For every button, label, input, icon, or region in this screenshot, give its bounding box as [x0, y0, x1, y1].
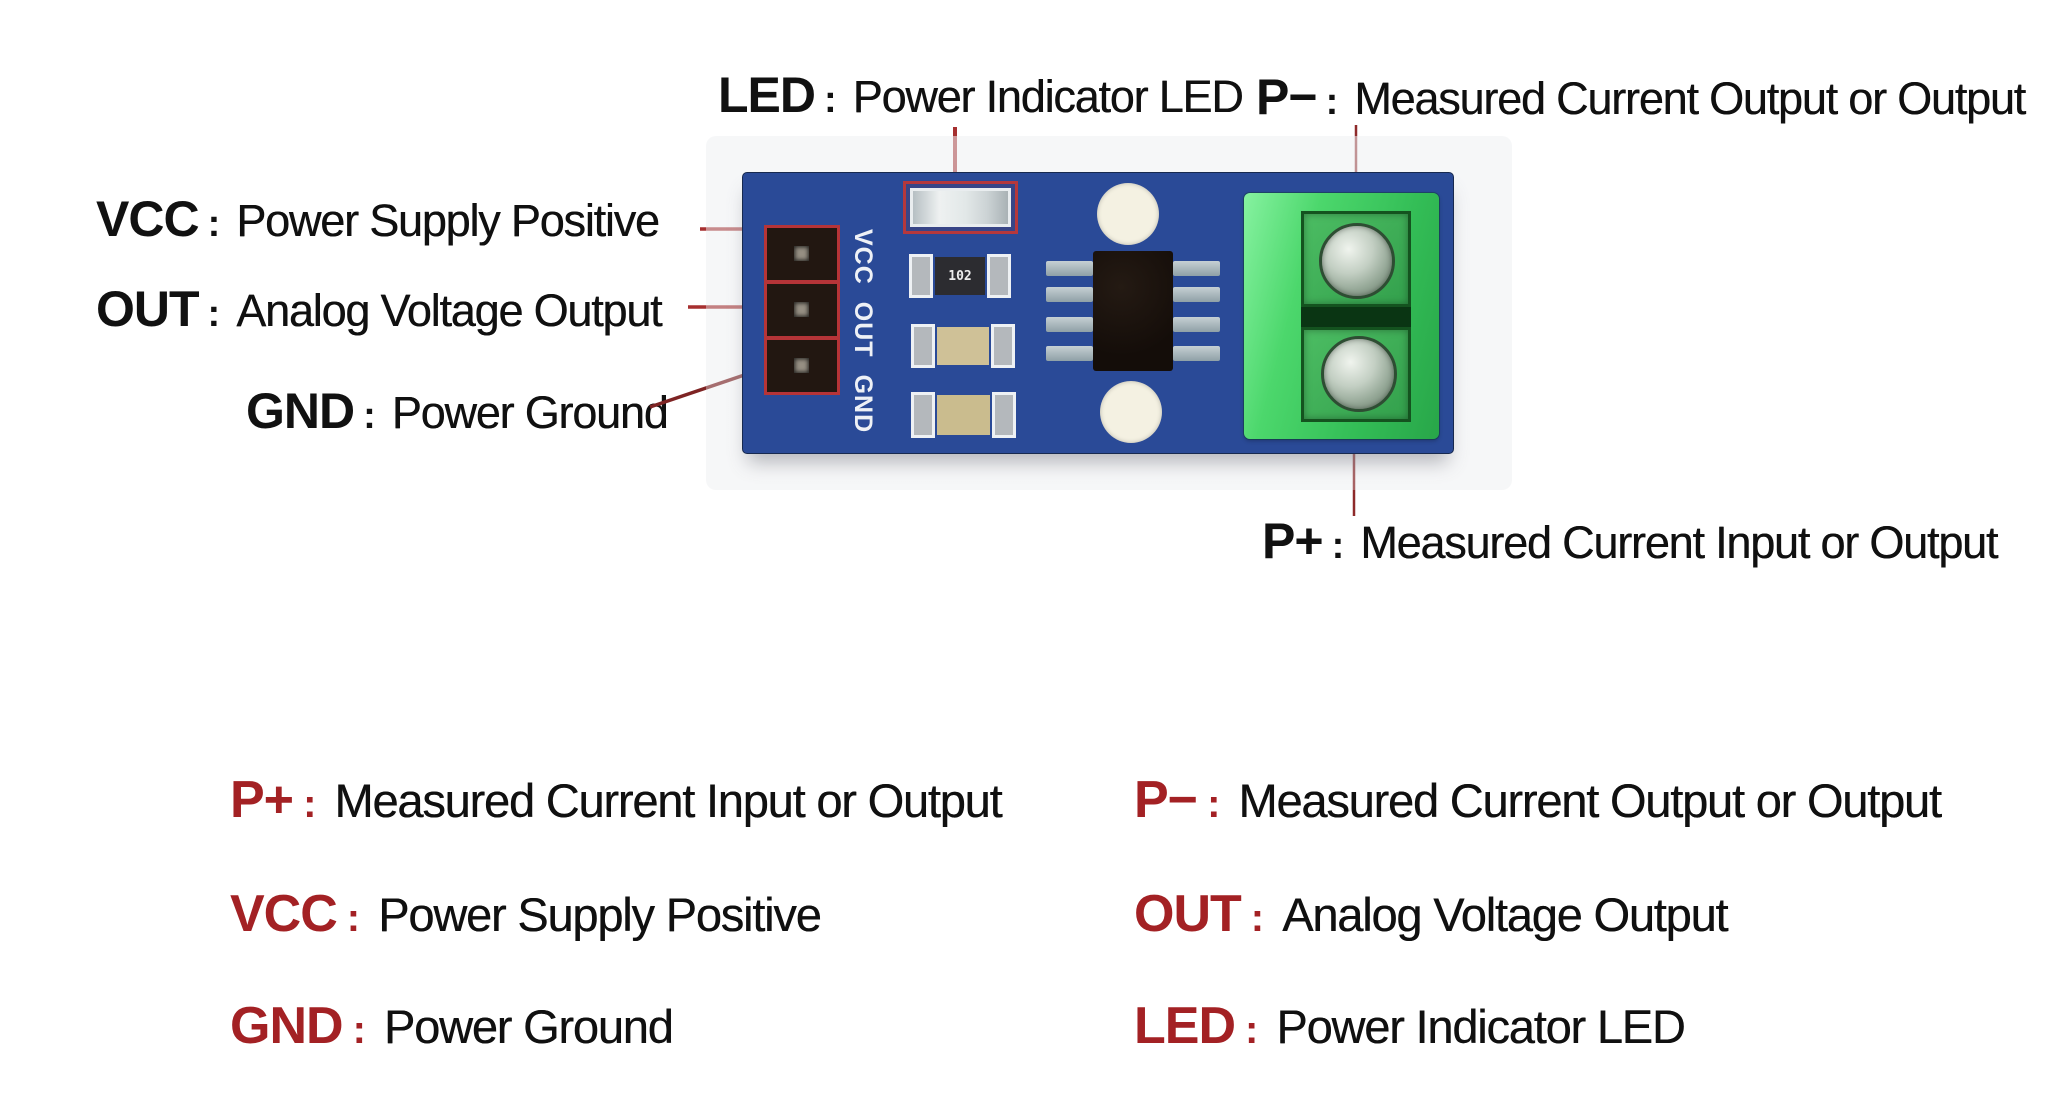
- pin-description-p-minus: Measured Current Output or Output: [1354, 73, 2026, 124]
- chip-pin: [1046, 287, 1093, 302]
- smd-resistor-marking: 102: [935, 257, 985, 295]
- pin-description-vcc: Power Supply Positive: [236, 195, 660, 246]
- silkscreen-pin-labels: VCC OUT GND: [849, 229, 877, 450]
- pin-hole: [794, 358, 809, 373]
- pin-name-vcc: VCC: [96, 191, 200, 247]
- colon: :: [1245, 1008, 1259, 1052]
- smd-end-cap: [987, 254, 1011, 298]
- colon: :: [363, 395, 376, 437]
- pin-hole: [794, 246, 809, 261]
- legend-pin-p-plus: P+: [230, 771, 294, 829]
- legend-desc-vcc: Power Supply Positive: [378, 888, 822, 941]
- chip-pin: [1173, 346, 1220, 361]
- legend-desc-gnd: Power Ground: [383, 1000, 674, 1053]
- annotation-led: LED: Power Indicator LED: [718, 67, 1244, 123]
- pin-description-p-plus: Measured Current Input or Output: [1360, 517, 1998, 568]
- legend-pin-led: LED: [1134, 997, 1236, 1055]
- smd-end-cap: [911, 392, 935, 438]
- chip-pin: [1173, 261, 1220, 276]
- terminal-divider: [1301, 307, 1411, 327]
- colon: :: [303, 782, 317, 826]
- smd-capacitor-1: [911, 324, 1015, 368]
- pin-name-p-plus: P+: [1262, 513, 1324, 569]
- led-body: [910, 188, 1011, 227]
- smd-end-cap: [991, 324, 1015, 368]
- pin-description-out: Analog Voltage Output: [236, 285, 662, 336]
- acs712-chip: [1093, 251, 1173, 371]
- colon: :: [1207, 782, 1221, 826]
- legend-desc-p-plus: Measured Current Input or Output: [334, 774, 1002, 827]
- colon: :: [207, 203, 221, 245]
- power-led-component: [903, 181, 1018, 234]
- mounting-hole-top: [1097, 183, 1159, 245]
- mounting-hole-bottom: [1100, 381, 1162, 443]
- legend-item-out: OUT: Analog Voltage Output: [1134, 885, 1728, 943]
- colon: :: [1331, 525, 1345, 567]
- annotation-out: OUT: Analog Voltage Output: [96, 281, 663, 337]
- chip-pin: [1046, 317, 1093, 332]
- smd-capacitor-body: [937, 395, 990, 435]
- colon: :: [346, 896, 361, 940]
- legend-item-gnd: GND: Power Ground: [230, 997, 674, 1055]
- colon: :: [207, 293, 221, 335]
- silkscreen-vcc: VCC: [849, 229, 877, 285]
- colon: :: [352, 1008, 366, 1052]
- legend-desc-led: Power Indicator LED: [1276, 1000, 1685, 1053]
- pin-pad-gnd: [764, 337, 840, 395]
- legend-pin-vcc: VCC: [230, 885, 338, 943]
- silkscreen-gnd: GND: [849, 374, 877, 434]
- legend-item-p-minus: P−: Measured Current Output or Output: [1134, 771, 1942, 829]
- pin-description-gnd: Power Ground: [391, 387, 669, 438]
- legend-pin-out: OUT: [1134, 885, 1242, 943]
- pin-name-out: OUT: [96, 281, 200, 337]
- pin-hole: [794, 302, 809, 317]
- legend-item-led: LED: Power Indicator LED: [1134, 997, 1686, 1055]
- annotation-gnd: GND: Power Ground: [246, 383, 669, 439]
- pin-name-p-minus: P−: [1256, 69, 1318, 125]
- legend-pin-p-minus: P−: [1134, 771, 1198, 829]
- pin-pad-vcc: [764, 225, 840, 283]
- silkscreen-out: OUT: [849, 301, 877, 358]
- pin-name-led: LED: [718, 67, 816, 123]
- terminal-screw-bottom: [1321, 336, 1397, 412]
- smd-capacitor-body: [937, 327, 989, 365]
- chip-pin: [1173, 287, 1220, 302]
- colon: :: [1250, 896, 1265, 940]
- legend-item-p-plus: P+: Measured Current Input or Output: [230, 771, 1003, 829]
- annotation-p-plus: P+: Measured Current Input or Output: [1262, 513, 1998, 569]
- smd-end-cap: [911, 324, 935, 368]
- colon: :: [1325, 81, 1339, 123]
- legend-desc-out: Analog Voltage Output: [1282, 888, 1728, 941]
- colon: :: [824, 79, 837, 121]
- annotation-p-minus: P−: Measured Current Output or Output: [1256, 69, 2026, 125]
- pcb-board: VCC OUT GND 102: [742, 172, 1454, 454]
- legend-item-vcc: VCC: Power Supply Positive: [230, 885, 822, 943]
- annotation-vcc: VCC: Power Supply Positive: [96, 191, 660, 247]
- smd-resistor-102: 102: [909, 254, 1011, 298]
- smd-end-cap: [909, 254, 933, 298]
- pin-name-gnd: GND: [246, 383, 355, 439]
- smd-end-cap: [992, 392, 1016, 438]
- legend-pin-gnd: GND: [230, 997, 344, 1055]
- smd-capacitor-2: [911, 392, 1016, 438]
- chip-pin: [1173, 317, 1220, 332]
- terminal-screw-top: [1319, 223, 1395, 299]
- chip-pin: [1046, 261, 1093, 276]
- chip-pin: [1046, 346, 1093, 361]
- legend-desc-p-minus: Measured Current Output or Output: [1238, 774, 1942, 827]
- terminal-block: [1244, 193, 1439, 439]
- pin-pad-out: [764, 281, 840, 339]
- pin-description-led: Power Indicator LED: [852, 71, 1244, 122]
